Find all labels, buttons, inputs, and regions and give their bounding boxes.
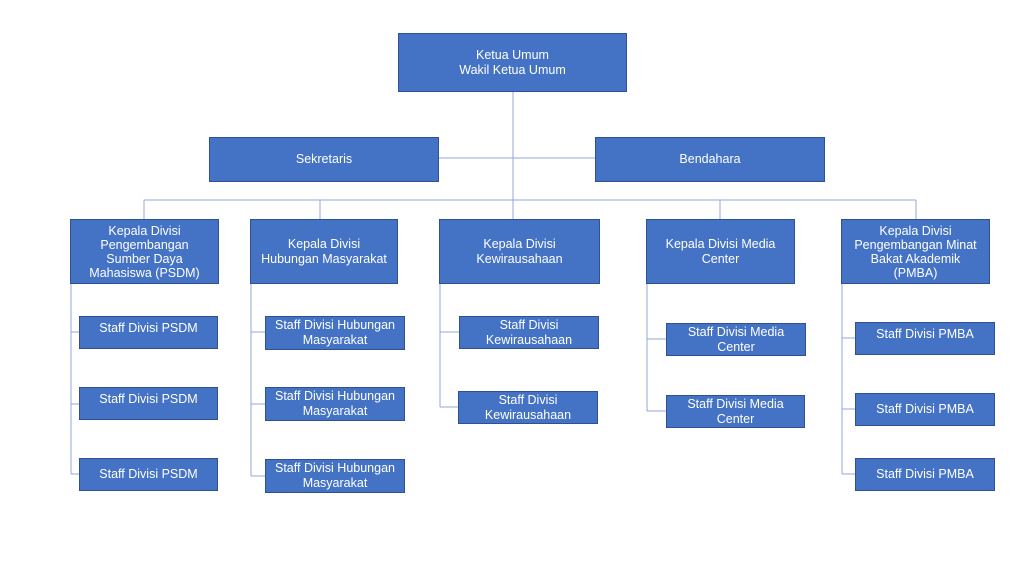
staff-label: Staff Divisi Hubungan Masyarakat (275, 389, 395, 418)
division-head-box: Kepala Divisi Kewirausahaan (439, 219, 600, 284)
staff-label: Staff Divisi PMBA (876, 327, 974, 341)
staff-label: Staff Divisi PSDM (99, 321, 198, 335)
staff-box: Staff Divisi Kewirausahaan (458, 391, 598, 424)
secretary-box: Sekretaris (209, 137, 439, 182)
staff-label: Staff Divisi Kewirausahaan (485, 317, 573, 347)
staff-box: Staff Divisi PSDM (79, 387, 218, 420)
staff-box: Staff Divisi Kewirausahaan (459, 316, 599, 349)
chairperson-box: Ketua Umum Wakil Ketua Umum (398, 33, 627, 92)
division-head-box: Kepala Divisi Media Center (646, 219, 795, 284)
staff-label: Staff Divisi Media Center (687, 324, 785, 354)
staff-box: Staff Divisi Media Center (666, 323, 806, 356)
secretary-label: Sekretaris (295, 152, 353, 166)
staff-box: Staff Divisi PSDM (79, 316, 218, 349)
staff-box: Staff Divisi PMBA (855, 458, 995, 491)
staff-label: Staff Divisi PMBA (876, 467, 974, 481)
treasurer-label: Bendahara (679, 152, 741, 166)
division-head-label: Kepala Divisi Pengembangan Minat Bakat A… (854, 223, 977, 280)
staff-box: Staff Divisi PMBA (855, 393, 995, 426)
staff-label: Staff Divisi Hubungan Masyarakat (275, 318, 395, 347)
staff-label: Staff Divisi PMBA (876, 402, 974, 416)
staff-box: Staff Divisi Media Center (666, 395, 805, 428)
chairperson-label: Ketua Umum Wakil Ketua Umum (459, 47, 566, 77)
staff-box: Staff Divisi PMBA (855, 322, 995, 355)
division-head-label: Kepala Divisi Kewirausahaan (476, 236, 563, 266)
staff-box: Staff Divisi Hubungan Masyarakat (265, 316, 405, 350)
staff-label: Staff Divisi Kewirausahaan (484, 392, 572, 422)
division-head-label: Kepala Divisi Media Center (665, 236, 776, 266)
division-head-label: Kepala Divisi Hubungan Masyarakat (261, 236, 387, 266)
division-head-box: Kepala Divisi Pengembangan Sumber Daya M… (70, 219, 219, 284)
staff-label: Staff Divisi PSDM (99, 392, 198, 406)
staff-label: Staff Divisi Hubungan Masyarakat (275, 461, 395, 490)
staff-label: Staff Divisi Media Center (687, 396, 784, 426)
staff-box: Staff Divisi PSDM (79, 458, 218, 491)
division-head-box: Kepala Divisi Pengembangan Minat Bakat A… (841, 219, 990, 284)
staff-label: Staff Divisi PSDM (99, 467, 198, 481)
treasurer-box: Bendahara (595, 137, 825, 182)
staff-box: Staff Divisi Hubungan Masyarakat (265, 459, 405, 493)
division-head-label: Kepala Divisi Pengembangan Sumber Daya M… (89, 223, 200, 280)
division-head-box: Kepala Divisi Hubungan Masyarakat (250, 219, 398, 284)
staff-box: Staff Divisi Hubungan Masyarakat (265, 387, 405, 421)
